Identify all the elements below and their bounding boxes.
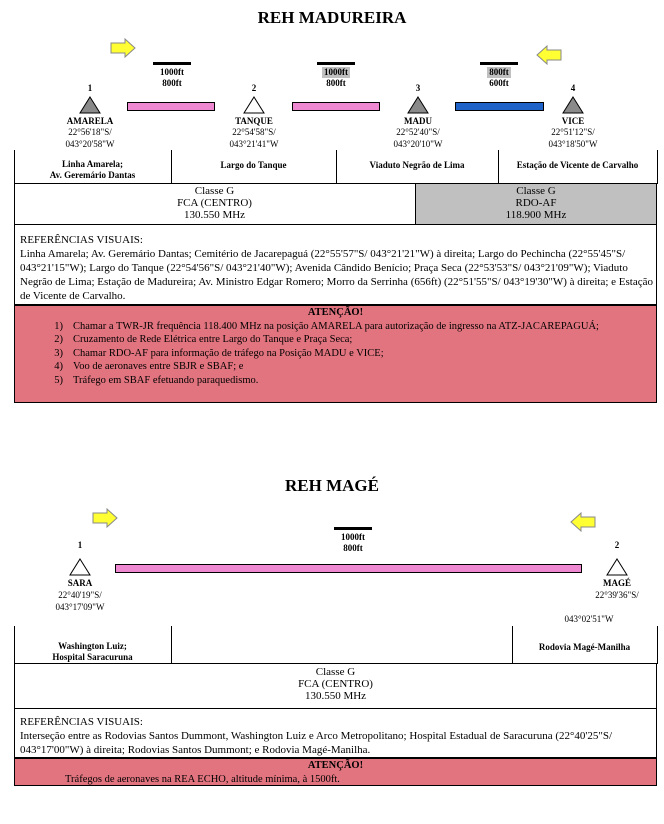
waypoint-coords: 22°51'12"S/043°18'50"W <box>548 127 598 149</box>
reh-madureira-title: REH MADUREIRA <box>257 8 407 27</box>
visual-references: REFERÊNCIAS VISUAIS: Linha Amarela; Av. … <box>20 234 653 302</box>
altitude-label: 1000ft 800ft <box>315 62 357 89</box>
waypoint-triangle-icon <box>79 96 101 114</box>
arrow-right-icon <box>92 508 118 528</box>
waypoint-name: TANQUE <box>235 116 273 126</box>
divider <box>171 150 172 184</box>
waypoint-triangle-icon <box>562 96 584 114</box>
route-segment-blue <box>455 102 544 111</box>
location-label: Linha Amarela;Av. Geremário Dantas <box>49 159 136 180</box>
airspace-class-box <box>14 663 657 709</box>
airspace-class-box-gray <box>415 183 657 225</box>
divider <box>14 150 15 184</box>
waypoint-number: 3 <box>415 83 421 93</box>
attention-box: ATENÇÃO! 1)Chamar a TWR-JR frequência 11… <box>14 305 657 403</box>
divider <box>657 150 658 184</box>
location-label: Viaduto Negrão de Lima <box>369 160 465 170</box>
arrow-left-icon <box>570 512 596 532</box>
location-label: Rodovia Magé-Manilha <box>538 642 631 652</box>
waypoint-coords: 22°56'18"S/043°20'58"W <box>65 127 115 149</box>
divider <box>14 626 15 664</box>
waypoint-number: 4 <box>570 83 576 93</box>
location-label: Washington Luiz;Hospital Saracuruna <box>52 641 133 662</box>
attention-item: 5)Tráfego em SBAF efetuando paraquedismo… <box>54 374 259 386</box>
waypoint-name: MAGÉ <box>603 578 631 588</box>
divider <box>336 150 337 184</box>
waypoint-triangle-icon <box>407 96 429 114</box>
attention-item: 3)Chamar RDO-AF para informação de tráfe… <box>54 347 384 359</box>
divider <box>657 626 658 664</box>
divider <box>171 626 172 664</box>
reh-mage-title: REH MAGÉ <box>285 476 379 495</box>
waypoint-name: SARA <box>67 578 93 588</box>
attention-box: ATENÇÃO! Tráfegos de aeronaves na REA EC… <box>14 758 657 786</box>
waypoint-coords: 22°52'40"S/043°20'10"W <box>393 127 443 149</box>
divider <box>512 626 513 664</box>
visual-references: REFERÊNCIAS VISUAIS: Interseção entre as… <box>20 716 613 756</box>
arrow-right-icon <box>110 38 136 58</box>
waypoint-name: MADU <box>404 116 432 126</box>
altitude-label: 800ft 600ft <box>478 62 520 89</box>
attention-title: ATENÇÃO! <box>307 307 364 318</box>
waypoint-number: 2 <box>251 83 257 93</box>
divider <box>498 150 499 184</box>
altitude-label: 1000ft 800ft <box>332 527 374 554</box>
attention-item: 2)Cruzamento de Rede Elétrica entre Larg… <box>54 334 353 345</box>
refs-box <box>14 225 657 305</box>
waypoint-triangle-icon <box>69 558 91 576</box>
waypoint-coords: 22°54'58"S/043°21'41"W <box>229 127 279 149</box>
route-segment-pink <box>292 102 380 111</box>
waypoint-name: VICE <box>561 116 585 126</box>
waypoint-number: 1 <box>77 540 83 550</box>
waypoint-coords: 043°02'51"W <box>564 614 614 624</box>
route-segment-pink <box>115 564 582 573</box>
location-label: Estação de Vicente de Carvalho <box>516 160 639 170</box>
waypoint-coords: 22°40'19"S/043°17'09"W <box>55 590 105 612</box>
refs-box <box>14 709 657 758</box>
altitude-label: 1000ft 800ft <box>151 62 193 89</box>
attention-title: ATENÇÃO! <box>307 760 364 771</box>
route-segment-pink <box>127 102 215 111</box>
waypoint-name: AMARELA <box>66 116 114 126</box>
waypoint-triangle-icon <box>606 558 628 576</box>
attention-item: 4)Voo de aeronaves entre SBJR e SBAF; e <box>54 361 244 372</box>
waypoint-triangle-icon <box>243 96 265 114</box>
waypoint-number: 1 <box>87 83 93 93</box>
arrow-left-icon <box>536 45 562 65</box>
attention-item: 1)Chamar a TWR-JR frequência 118.400 MHz… <box>54 320 599 332</box>
attention-item: Tráfegos de aeronaves na REA ECHO, altit… <box>65 773 340 785</box>
location-label: Largo do Tanque <box>220 160 287 170</box>
waypoint-number: 2 <box>614 540 620 550</box>
waypoint-coords: 22°39'36"S/ <box>595 590 639 600</box>
